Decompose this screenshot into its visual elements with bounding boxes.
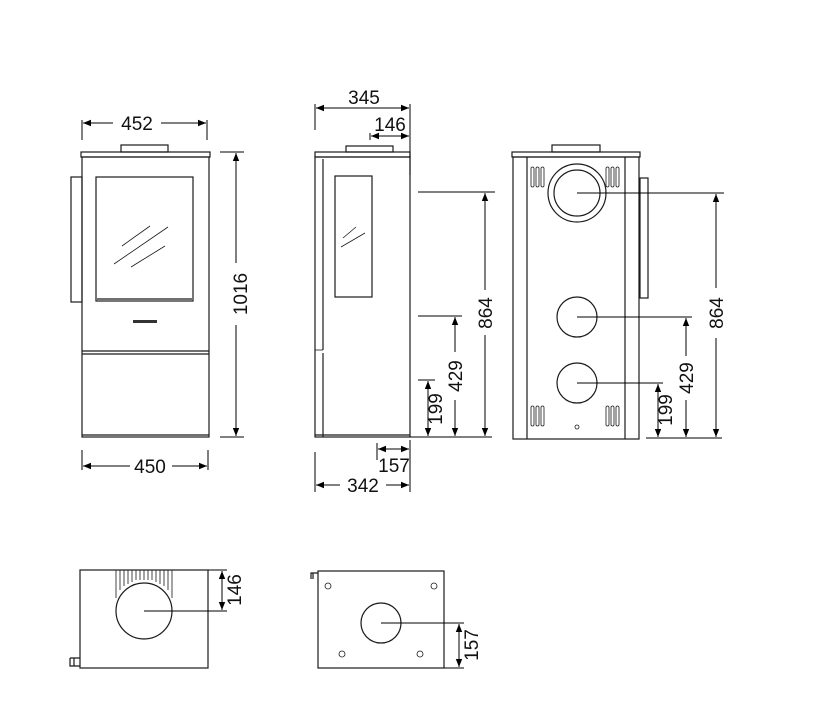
rear-dimensions: 864 429 199 [577,192,728,439]
rear-handle [639,177,649,299]
dim-side-outlet-top: 864 [476,297,497,329]
brand-logo [133,320,157,323]
dim-front-height: 1016 [231,273,252,315]
dim-rear-outlet-mid: 429 [677,362,698,394]
top-view: 146 [69,569,246,669]
front-dimensions: 452 450 1016 [81,114,252,478]
dim-rear-outlet-low: 199 [656,394,677,426]
side-glass [334,175,373,298]
dim-side-flue-offset: 146 [374,115,406,136]
dim-side-outlet-low: 199 [426,393,447,425]
dim-side-base-depth: 342 [347,476,379,497]
dim-bottom-outlet-offset: 157 [462,629,483,661]
front-view [70,144,211,438]
bottom-view: 157 [310,570,483,669]
vent-slots [530,166,620,427]
dim-front-base-width: 450 [134,457,166,478]
rear-view [511,144,649,440]
dim-rear-outlet-top: 864 [707,297,728,329]
dim-front-top-width: 452 [121,114,153,135]
adjustable-feet [324,582,438,658]
dim-top-flue-offset: 146 [225,574,246,606]
dim-side-outlet-mid: 429 [446,360,467,392]
glass-window [95,176,194,302]
side-view [314,145,411,438]
dim-side-top-depth: 345 [348,88,380,109]
dim-side-base-offset: 157 [378,456,410,477]
side-dimensions: 345 146 864 429 199 157 342 [314,88,497,497]
door-handle [70,176,83,303]
